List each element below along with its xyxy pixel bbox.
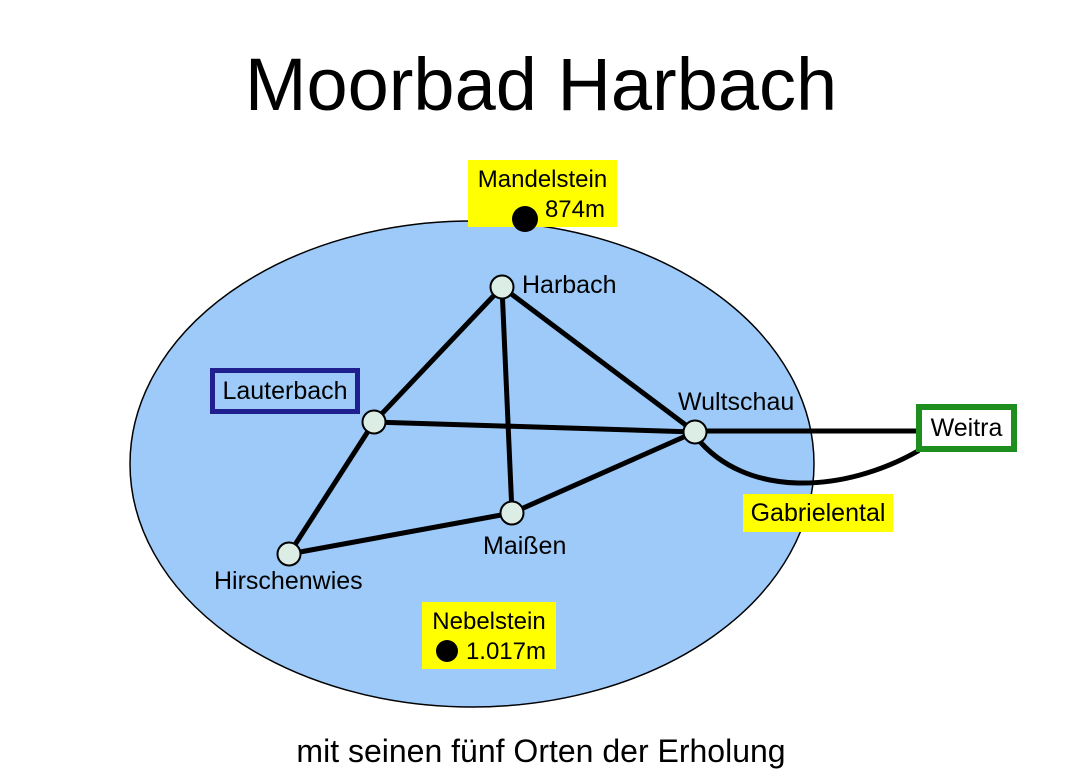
- page-title: Moorbad Harbach: [244, 43, 838, 126]
- peak-elevation-nebelstein: 1.017m: [465, 638, 546, 665]
- page-subtitle: mit seinen fünf Orten der Erholung: [296, 733, 786, 769]
- valley-box-gabrielental: Gabrielental: [743, 494, 893, 532]
- road-hirschenwies-maissen: [286, 510, 515, 557]
- village-box-lauterbach: Lauterbach: [210, 368, 360, 414]
- node-wultschau: [682, 419, 708, 445]
- node-lauterbach: [361, 409, 387, 435]
- road-harbach-wultschau: [499, 284, 698, 435]
- peak-box-mandelstein: Mandelstein 874m: [468, 160, 617, 227]
- summit-dot-nebelstein: [436, 640, 458, 662]
- village-label-lauterbach: Lauterbach: [222, 376, 348, 405]
- road-lauterbach-wultschau: [371, 419, 698, 435]
- road-harbach-lauterbach: [371, 284, 505, 425]
- road-lauterbach-hirschenwies: [286, 419, 377, 557]
- village-label-harbach: Harbach: [522, 271, 617, 299]
- valley-label-gabrielental: Gabrielental: [750, 498, 886, 527]
- peak-name-mandelstein: Mandelstein: [477, 166, 608, 193]
- village-label-maissen: Maißen: [483, 532, 567, 560]
- node-hirschenwies: [276, 541, 302, 567]
- road-wultschau-weitra-valley: [693, 434, 921, 486]
- peak-name-nebelstein: Nebelstein: [432, 608, 546, 635]
- town-box-weitra: Weitra: [916, 404, 1017, 452]
- peak-elevation-mandelstein: 874m: [544, 196, 605, 223]
- village-label-wultschau: Wultschau: [678, 388, 795, 416]
- town-label-weitra: Weitra: [930, 413, 1003, 442]
- summit-dot-mandelstein: [512, 206, 538, 232]
- village-label-hirschenwies: Hirschenwies: [214, 567, 363, 595]
- road-maissen-wultschau: [509, 429, 698, 516]
- node-maissen: [499, 500, 525, 526]
- road-harbach-maissen: [499, 284, 515, 516]
- node-harbach: [489, 274, 515, 300]
